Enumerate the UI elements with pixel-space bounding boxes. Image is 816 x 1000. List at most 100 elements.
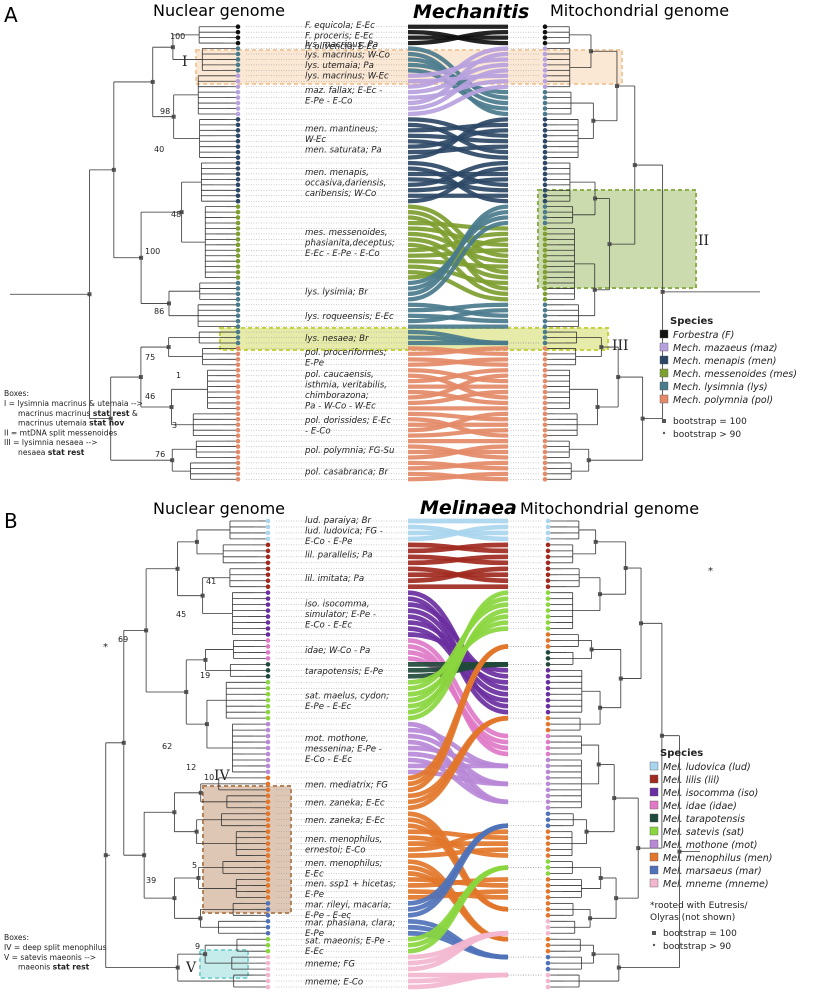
taxon-label: E-Pe - E-Ec xyxy=(305,702,352,712)
tip-dot xyxy=(235,100,241,106)
tip-dot xyxy=(542,242,548,248)
tip-dot xyxy=(542,329,548,335)
tangle-link xyxy=(407,166,509,204)
tip-dot xyxy=(265,703,271,709)
tip-dot xyxy=(265,763,271,769)
tangle-link xyxy=(407,357,509,367)
tangle-link xyxy=(407,590,509,715)
bootstrap-value: 5 xyxy=(192,861,197,870)
bootstrap-value: 86 xyxy=(154,307,164,316)
taxon-label: tarapotensis; E-Pe xyxy=(305,667,383,677)
tip-dot xyxy=(545,536,551,542)
taxon-label: isthmia, veritabilis, xyxy=(305,381,387,391)
tip-dot xyxy=(235,291,241,297)
tangle-link xyxy=(407,231,509,253)
bootstrap-value: 19 xyxy=(200,671,210,680)
tip-dot xyxy=(235,35,241,40)
taxon-label: F. olivencia; E-Ec xyxy=(305,42,377,52)
tangle-link xyxy=(407,972,509,990)
taxon-label: men. menophilus, xyxy=(305,835,382,845)
tip-dot xyxy=(542,24,548,30)
tip-dot xyxy=(235,51,241,57)
tip-dot xyxy=(235,204,241,209)
taxon-label: lys. nesaea; Br xyxy=(305,334,369,344)
tip-dot xyxy=(545,936,551,942)
tangle-link xyxy=(407,757,509,805)
taxon-label: - E-Co xyxy=(305,427,331,437)
tip-dot xyxy=(265,518,271,524)
notes-line: maeonis stat rest xyxy=(18,963,90,972)
tip-dot xyxy=(235,253,241,259)
tip-dot xyxy=(542,433,548,438)
tip-dot xyxy=(545,584,551,590)
tip-dot xyxy=(265,966,271,972)
tip-dot xyxy=(542,204,548,209)
tip-dot xyxy=(235,395,241,400)
taxon-label: mar. phasiana, clara; xyxy=(305,919,395,929)
tip-dot xyxy=(235,275,241,280)
tip-dot xyxy=(265,524,271,530)
tip-dot xyxy=(545,721,551,727)
tip-dot xyxy=(545,620,551,625)
tip-dot xyxy=(545,942,551,948)
taxon-label: lys. macrinus; W-Ec xyxy=(305,72,389,82)
tangle-link xyxy=(407,308,509,324)
tip-dot xyxy=(235,226,241,231)
tip-dot xyxy=(235,466,241,471)
tip-dot xyxy=(265,907,271,912)
tip-dot xyxy=(542,253,548,259)
taxon-label: W-Ec xyxy=(305,135,326,145)
tip-dot xyxy=(545,895,551,900)
tip-dot xyxy=(542,384,548,389)
tip-dot xyxy=(545,662,551,667)
tip-dot xyxy=(542,231,548,237)
tip-dot xyxy=(545,787,551,793)
tip-dot xyxy=(265,548,271,554)
tip-dot xyxy=(265,691,271,697)
tip-dot xyxy=(265,924,271,930)
tip-dot xyxy=(542,400,548,406)
tip-dot xyxy=(542,378,548,384)
tangle-link xyxy=(407,460,509,471)
legend-title: Species xyxy=(670,316,713,327)
legend-item: Mech. polymnia (pol) xyxy=(673,395,773,406)
taxon-label: idae; W-Co - Pa xyxy=(305,646,370,656)
tip-dot xyxy=(235,378,241,384)
legend-bootstrap-100: bootstrap = 100 xyxy=(673,417,747,427)
tip-dot xyxy=(235,367,241,373)
tangle-link xyxy=(407,471,509,482)
tip-dot xyxy=(545,805,551,811)
tip-dot xyxy=(235,247,241,253)
tip-dot xyxy=(235,384,241,389)
tip-dot xyxy=(542,357,548,362)
tip-dot xyxy=(235,24,241,30)
taxon-label: lys. macrinus; Pa xyxy=(305,40,378,50)
tip-dot xyxy=(265,566,271,572)
tangle-link xyxy=(407,411,509,433)
tip-dot xyxy=(235,128,241,133)
tip-dot xyxy=(235,231,241,237)
tip-dot xyxy=(545,596,551,601)
taxon-label: E-Co - E-Ec xyxy=(305,621,352,631)
legend-swatch xyxy=(659,381,669,391)
highlight-box-label: V xyxy=(185,960,197,976)
tip-dot xyxy=(235,280,241,286)
tip-dot xyxy=(545,656,551,661)
tip-dot xyxy=(235,335,241,340)
tip-dot xyxy=(265,739,271,745)
tip-dot xyxy=(235,400,241,406)
tip-dot xyxy=(545,853,551,858)
tip-dot xyxy=(542,68,548,73)
tip-dot xyxy=(235,329,241,335)
taxon-label: mneme; FG xyxy=(305,960,355,970)
bootstrap-value: 75 xyxy=(145,353,155,362)
tip-dot xyxy=(235,171,241,177)
tip-dot xyxy=(265,751,271,757)
tangle-link xyxy=(407,847,509,858)
tip-dot xyxy=(265,901,271,906)
tip-dot xyxy=(235,318,241,324)
taxon-label: E-Co - E-Pe xyxy=(305,537,352,547)
legend-item: Mech. menapis (men) xyxy=(673,356,776,367)
tip-dot xyxy=(545,865,551,870)
tip-dot xyxy=(235,78,241,84)
